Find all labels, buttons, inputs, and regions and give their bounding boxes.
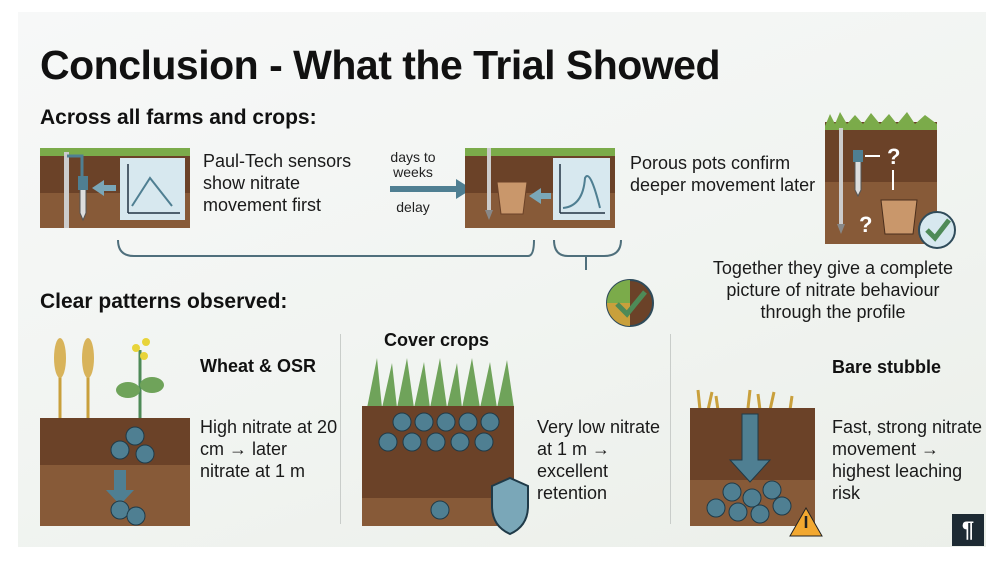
question-mark: ? (887, 144, 900, 169)
pattern-text-bare-stubble: Fast, strong nitrate movement → highest … (832, 417, 983, 503)
field-check-icon (606, 279, 654, 327)
pattern-label-cover-crops: Cover crops (384, 330, 490, 350)
bare-stubble-illustration (690, 389, 823, 537)
delay-bottom-label: delay (396, 199, 430, 215)
brand-logo: ¶ (952, 514, 984, 546)
divider (670, 334, 671, 524)
pattern-label-bare-stubble: Bare stubble (832, 357, 942, 377)
divider (340, 334, 341, 524)
together-text: Together they give a complete picture of… (712, 258, 954, 322)
wheat-osr-illustration (40, 338, 190, 526)
section-heading-patterns: Clear patterns observed: (40, 290, 288, 313)
slide: Conclusion - What the Trial Showed Acros… (18, 12, 986, 547)
question-mark: ? (859, 212, 872, 237)
cover-crops-illustration (362, 358, 529, 536)
delay-top-label: days to weeks (390, 149, 436, 180)
combined-soil-illustration: ? ? (825, 112, 956, 249)
page-title: Conclusion - What the Trial Showed (40, 42, 721, 88)
pots-text: Porous pots confirm deeper movement late… (630, 153, 816, 195)
pattern-label-wheat-osr: Wheat & OSR (200, 356, 317, 376)
section-heading-across: Across all farms and crops: (40, 106, 317, 129)
sensor-soil-illustration (40, 148, 190, 228)
pattern-text-wheat-osr: High nitrate at 20 cm → later nitrate at… (200, 417, 338, 481)
pattern-text-cover-crops: Very low nitrate at 1 m → excellent rete… (537, 417, 661, 503)
delay-arrow (390, 179, 472, 199)
sensors-text: Paul-Tech sensors show nitrate movement … (203, 151, 352, 215)
porous-pot-soil-illustration (465, 148, 615, 228)
bracket-connector (117, 239, 622, 270)
